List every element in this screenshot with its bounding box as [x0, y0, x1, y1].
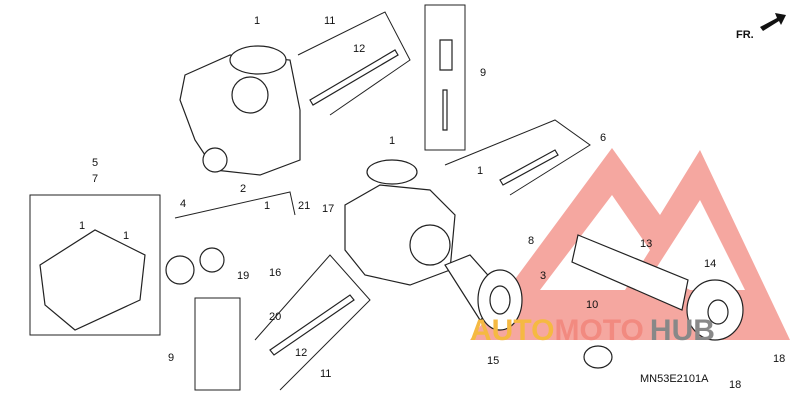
carburetor-lower	[344, 159, 456, 286]
air-funnel	[444, 254, 523, 331]
callout: 16	[269, 267, 281, 279]
callout: 1	[477, 165, 483, 177]
group-bracket-9-upper	[424, 4, 466, 151]
diaphragm-part	[165, 255, 195, 285]
callout: 20	[269, 311, 281, 323]
callout: 11	[324, 15, 335, 27]
callout: 9	[480, 67, 486, 79]
screw-part-lower	[269, 294, 355, 356]
callout: 4	[180, 198, 186, 210]
callout: 15	[487, 355, 499, 367]
arrow-icon	[760, 13, 786, 31]
diaphragm-cover	[199, 247, 225, 273]
callout: 11	[320, 368, 331, 380]
group-bracket-11-upper	[297, 11, 411, 116]
callout: 5	[92, 157, 98, 169]
group-bracket-9-lower	[194, 297, 241, 391]
front-direction-indicator: FR.	[736, 13, 786, 41]
callout: 1	[79, 220, 85, 232]
jet-part	[499, 149, 559, 186]
needle-part	[439, 39, 453, 131]
callout: 13	[640, 238, 652, 250]
gasket-group	[29, 194, 161, 336]
callout-labels: 1 11 12 9 1 6 5 7 2 4 1 1 1 21 17 1 8 13…	[79, 15, 785, 391]
group-bracket-6	[444, 119, 591, 196]
callout: 19	[237, 270, 249, 282]
callout: 14	[704, 258, 716, 270]
screw-part	[309, 49, 399, 106]
cap-part	[583, 345, 613, 369]
callout: 1	[264, 200, 270, 212]
callout: 18	[729, 379, 741, 391]
callout: 17	[322, 203, 334, 215]
callout: 12	[353, 43, 365, 55]
callout: 3	[540, 270, 546, 282]
carburetor-upper	[179, 45, 301, 176]
spring-part	[571, 234, 689, 311]
callout: 2	[240, 183, 246, 195]
callout: 7	[92, 173, 98, 185]
front-label: FR.	[736, 29, 754, 41]
callout: 1	[389, 135, 395, 147]
callout: 9	[168, 352, 174, 364]
callout: 18	[773, 353, 785, 365]
group-bracket-2	[174, 191, 296, 219]
callout: 1	[123, 230, 129, 242]
callout: 1	[254, 15, 260, 27]
callout: 10	[586, 299, 598, 311]
drawing-code: MN53E2101A	[640, 373, 709, 385]
callout: 21	[298, 200, 310, 212]
callout: 12	[295, 347, 307, 359]
group-bracket-11-lower	[254, 254, 371, 391]
callout: 6	[600, 132, 606, 144]
callout: 8	[528, 235, 534, 247]
